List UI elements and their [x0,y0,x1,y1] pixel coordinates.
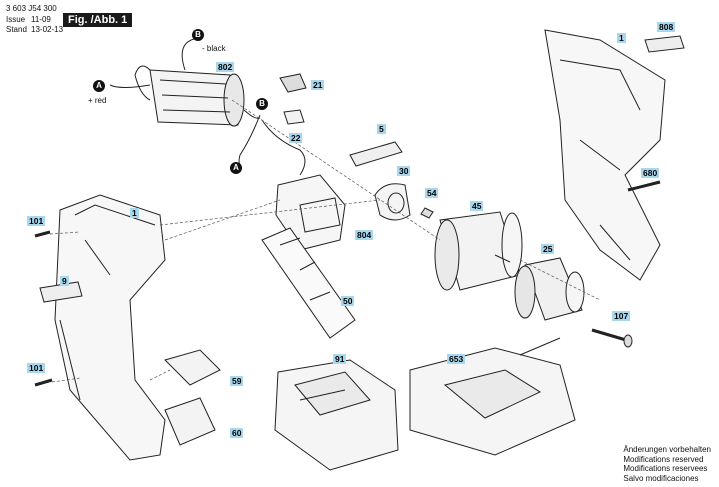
part-label-680: 680 [641,168,660,178]
doc-number: 3 603 J54 300 [6,4,57,13]
part-label-30: 30 [397,166,411,176]
part-label-91: 91 [333,354,347,364]
part-label-5: 5 [377,124,386,134]
part-label-54: 54 [425,188,439,198]
part-label-804: 804 [355,230,374,240]
connector-b-top: B [192,29,204,41]
connector-a-lead: A [230,162,242,174]
part-label-808: 808 [657,22,676,32]
issue-label: Issue [6,15,26,24]
note-de: Änderungen vorbehalten [623,445,711,454]
note-fr: Modifications reservees [623,464,708,473]
modification-notes: Änderungen vorbehalten Modifications res… [623,445,711,483]
part-label-59: 59 [230,376,244,386]
part-label-50: 50 [341,296,355,306]
part-label-101-top: 101 [27,216,46,226]
figure-title: Fig. /Abb. 1 [63,13,133,27]
wire-label-black: - black [202,44,226,53]
part-label-1-left: 1 [130,208,139,218]
part-label-22: 22 [289,133,303,143]
part-label-45: 45 [470,201,484,211]
note-en: Modifications reserved [623,454,704,464]
stand-label: Stand [6,25,27,34]
part-label-60: 60 [230,428,244,438]
stand-value: 13-02-13 [31,25,64,34]
wire-label-red: + red [88,96,107,105]
part-label-21: 21 [311,80,325,90]
part-label-25: 25 [541,244,555,254]
note-es: Salvo modificaciones [623,473,699,483]
connector-b-lead: B [256,98,268,110]
part-label-1-right: 1 [617,33,626,43]
part-label-9: 9 [60,276,69,286]
part-label-802: 802 [216,62,235,72]
part-label-653: 653 [447,354,466,364]
part-label-107: 107 [612,311,631,321]
issue-value: 11-09 [31,15,51,24]
part-label-101-bottom: 101 [27,363,46,373]
connector-a-top: A [93,80,105,92]
